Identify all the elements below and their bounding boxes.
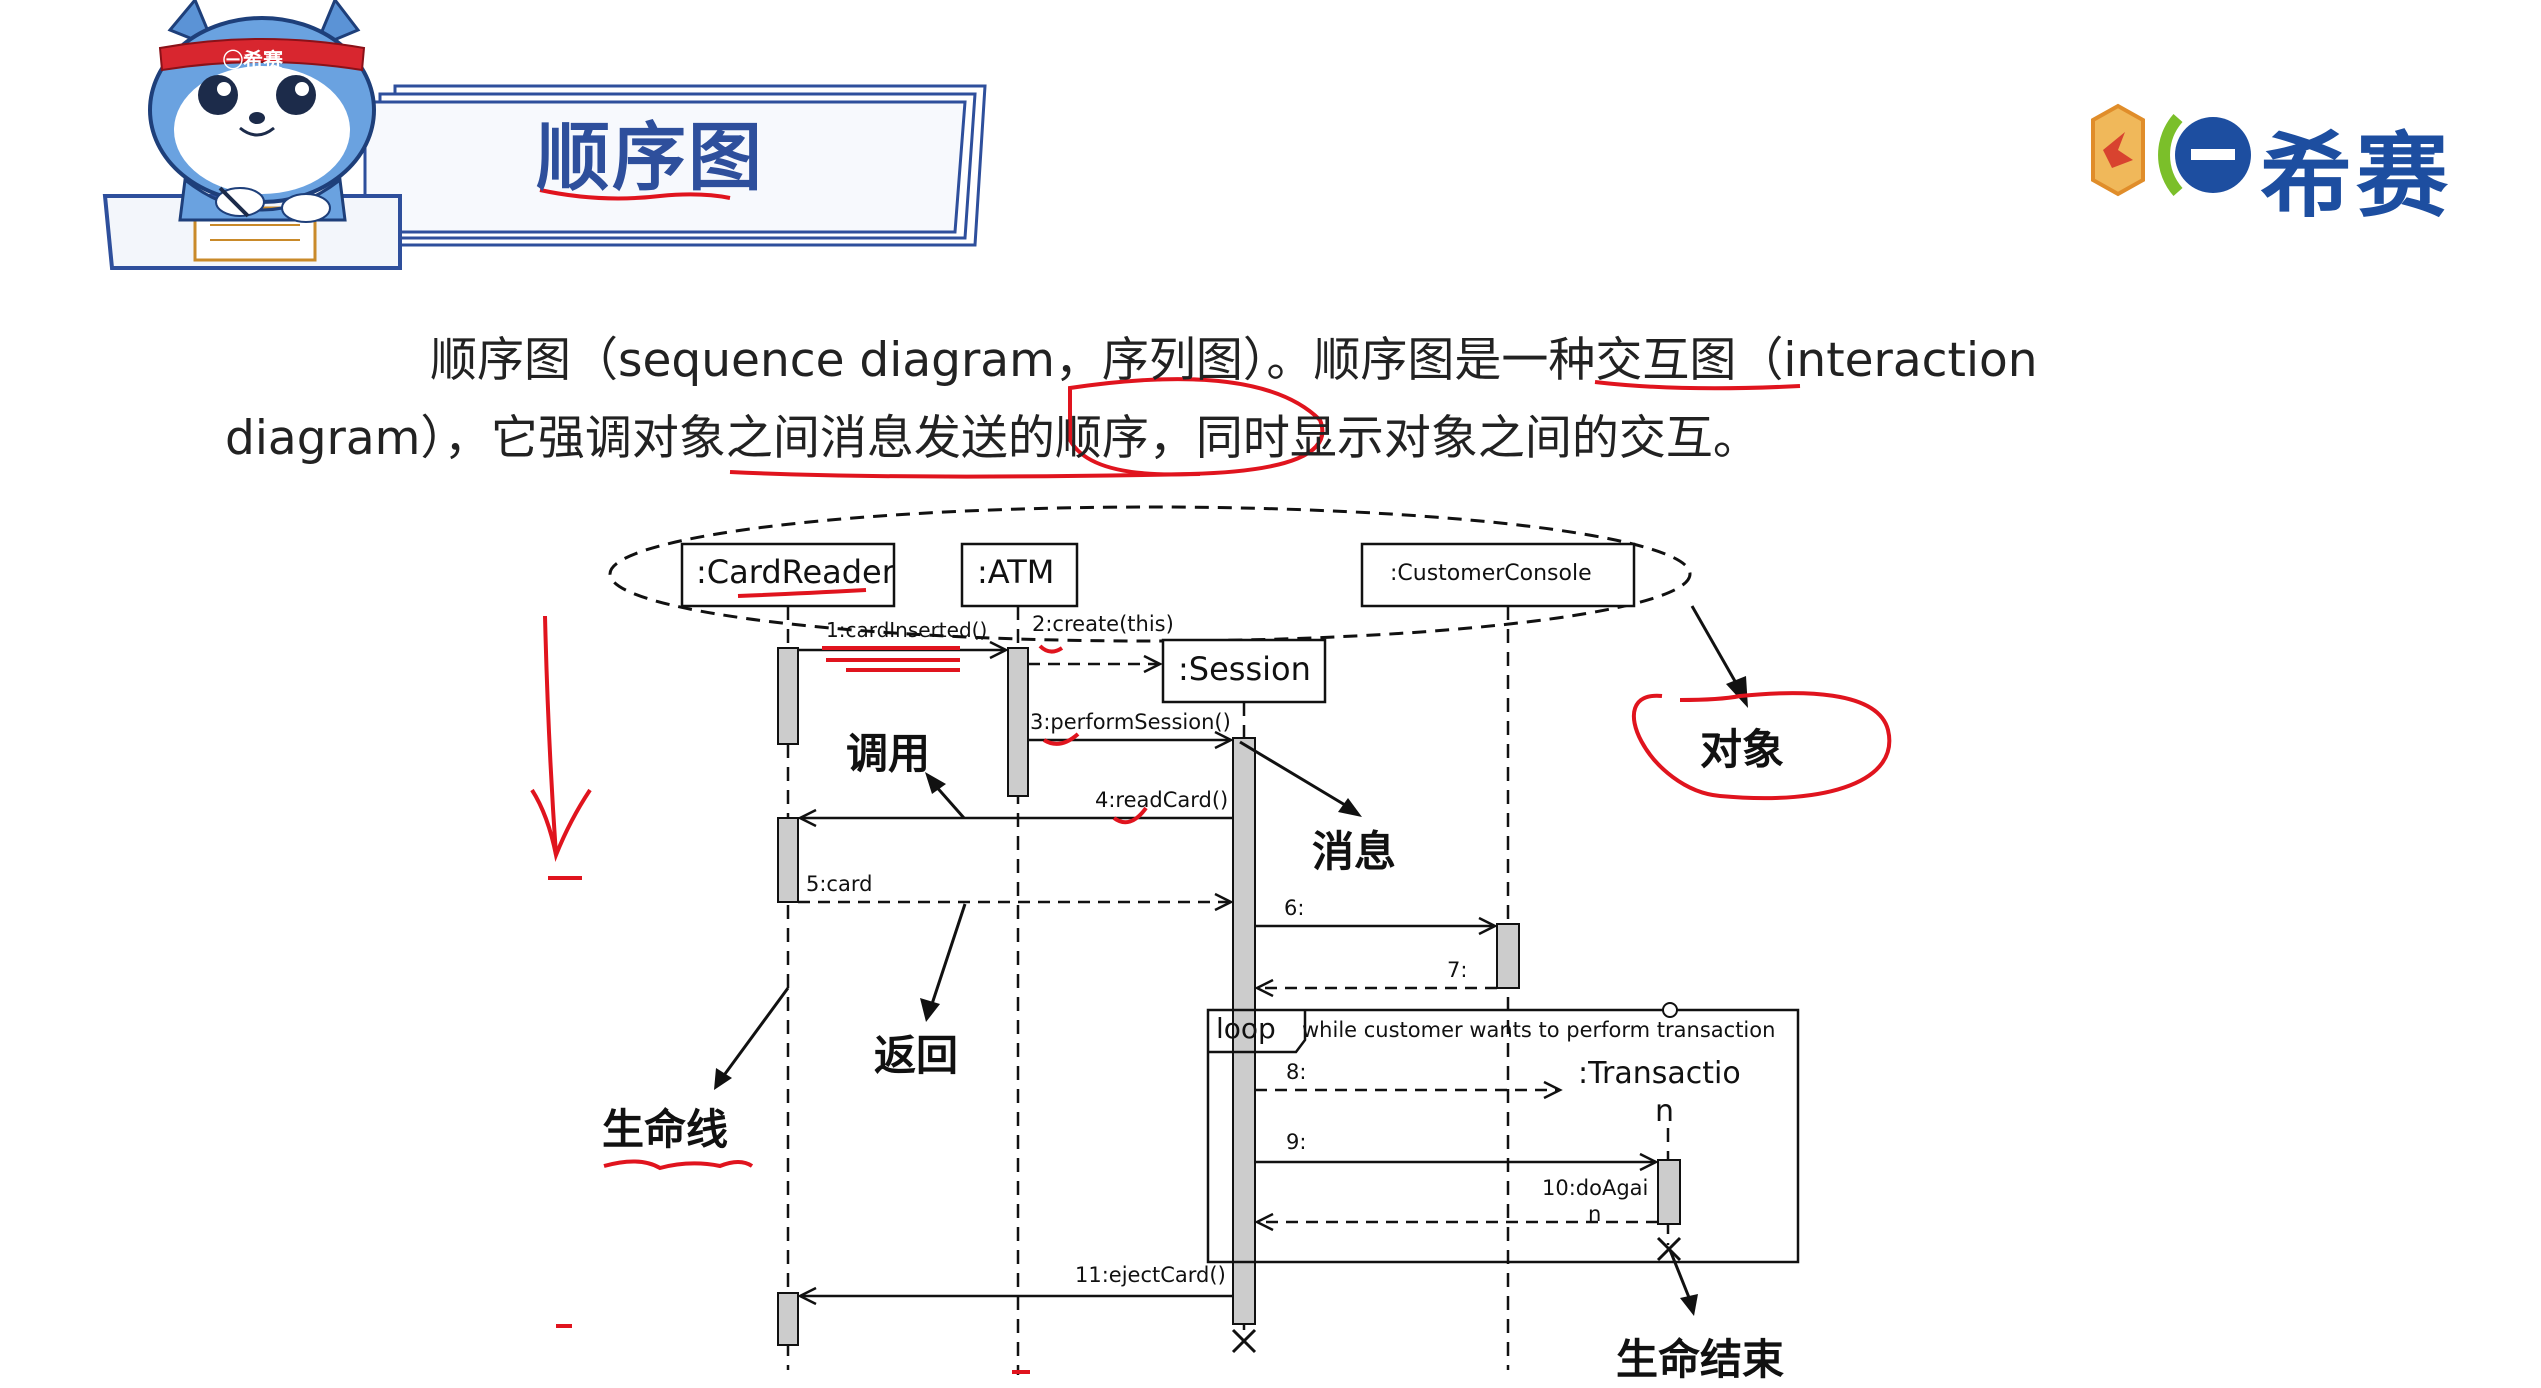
- message-10-label-wrap: n: [1588, 1202, 1601, 1226]
- message-2-label: 2:create(this): [1032, 612, 1174, 636]
- annotation-return: 返回: [874, 1022, 958, 1083]
- annotation-object: 对象: [1700, 716, 1784, 777]
- object-label-transaction: :Transactio: [1578, 1056, 1741, 1091]
- object-label-atm: :ATM: [977, 553, 1054, 591]
- mascot: [105, 0, 400, 268]
- object-label-cardreader: :CardReader: [696, 553, 895, 591]
- page-title: 顺序图: [536, 98, 764, 205]
- message-7-label: 7:: [1447, 958, 1467, 982]
- intro-line-2: diagram），它强调对象之间消息发送的顺序，同时显示对象之间的交互。: [225, 400, 2110, 478]
- activation-cardreader-2: [778, 818, 798, 902]
- message-9-label: 9:: [1286, 1130, 1306, 1154]
- brand-logo: [2093, 106, 2251, 194]
- message-1-label: 1:cardInserted(): [826, 618, 987, 642]
- message-5-label: 5:card: [806, 872, 872, 896]
- mascot-headband-text: ㊀希赛: [223, 44, 283, 73]
- sequence-diagram: [532, 379, 1889, 1375]
- message-11-label: 11:ejectCard(): [1075, 1263, 1226, 1287]
- loop-guard: while customer wants to perform transact…: [1302, 1018, 1775, 1042]
- activation-customerconsole: [1497, 924, 1519, 988]
- activation-atm: [1008, 648, 1028, 796]
- annotation-message: 消息: [1312, 818, 1396, 879]
- arrow-object: [1692, 606, 1740, 690]
- arrow-lifeline: [722, 988, 788, 1078]
- message-6-label: 6:: [1284, 896, 1304, 920]
- annotation-call: 调用: [846, 720, 930, 781]
- arrow-return: [932, 904, 965, 1004]
- object-label-transaction-wrap: n: [1655, 1094, 1674, 1129]
- message-4-label: 4:readCard(): [1095, 788, 1228, 812]
- activation-cardreader-1: [778, 648, 798, 744]
- activation-transaction: [1658, 1160, 1680, 1224]
- brand-name: 希赛: [2260, 102, 2452, 235]
- message-10-label: 10:doAgai: [1542, 1176, 1648, 1200]
- annotation-lifeline: 生命线: [602, 1096, 728, 1157]
- object-label-customerconsole: :CustomerConsole: [1390, 561, 1592, 586]
- annotation-end-of-life: 生命结束: [1616, 1326, 1784, 1387]
- loop-label: loop: [1216, 1012, 1276, 1045]
- object-label-session: :Session: [1178, 650, 1311, 688]
- message-8-label: 8:: [1286, 1060, 1306, 1084]
- activation-cardreader-3: [778, 1293, 798, 1345]
- red-pen-marks: [532, 379, 1889, 1372]
- intro-line-1: 顺序图（sequence diagram，序列图）。顺序图是一种交互图（inte…: [430, 333, 2038, 388]
- message-3-label: 3:performSession(): [1030, 710, 1231, 734]
- intro-paragraph: 顺序图（sequence diagram，序列图）。顺序图是一种交互图（inte…: [350, 322, 2110, 478]
- arrow-end-of-life: [1670, 1250, 1690, 1300]
- arrow-message: [1240, 742, 1350, 808]
